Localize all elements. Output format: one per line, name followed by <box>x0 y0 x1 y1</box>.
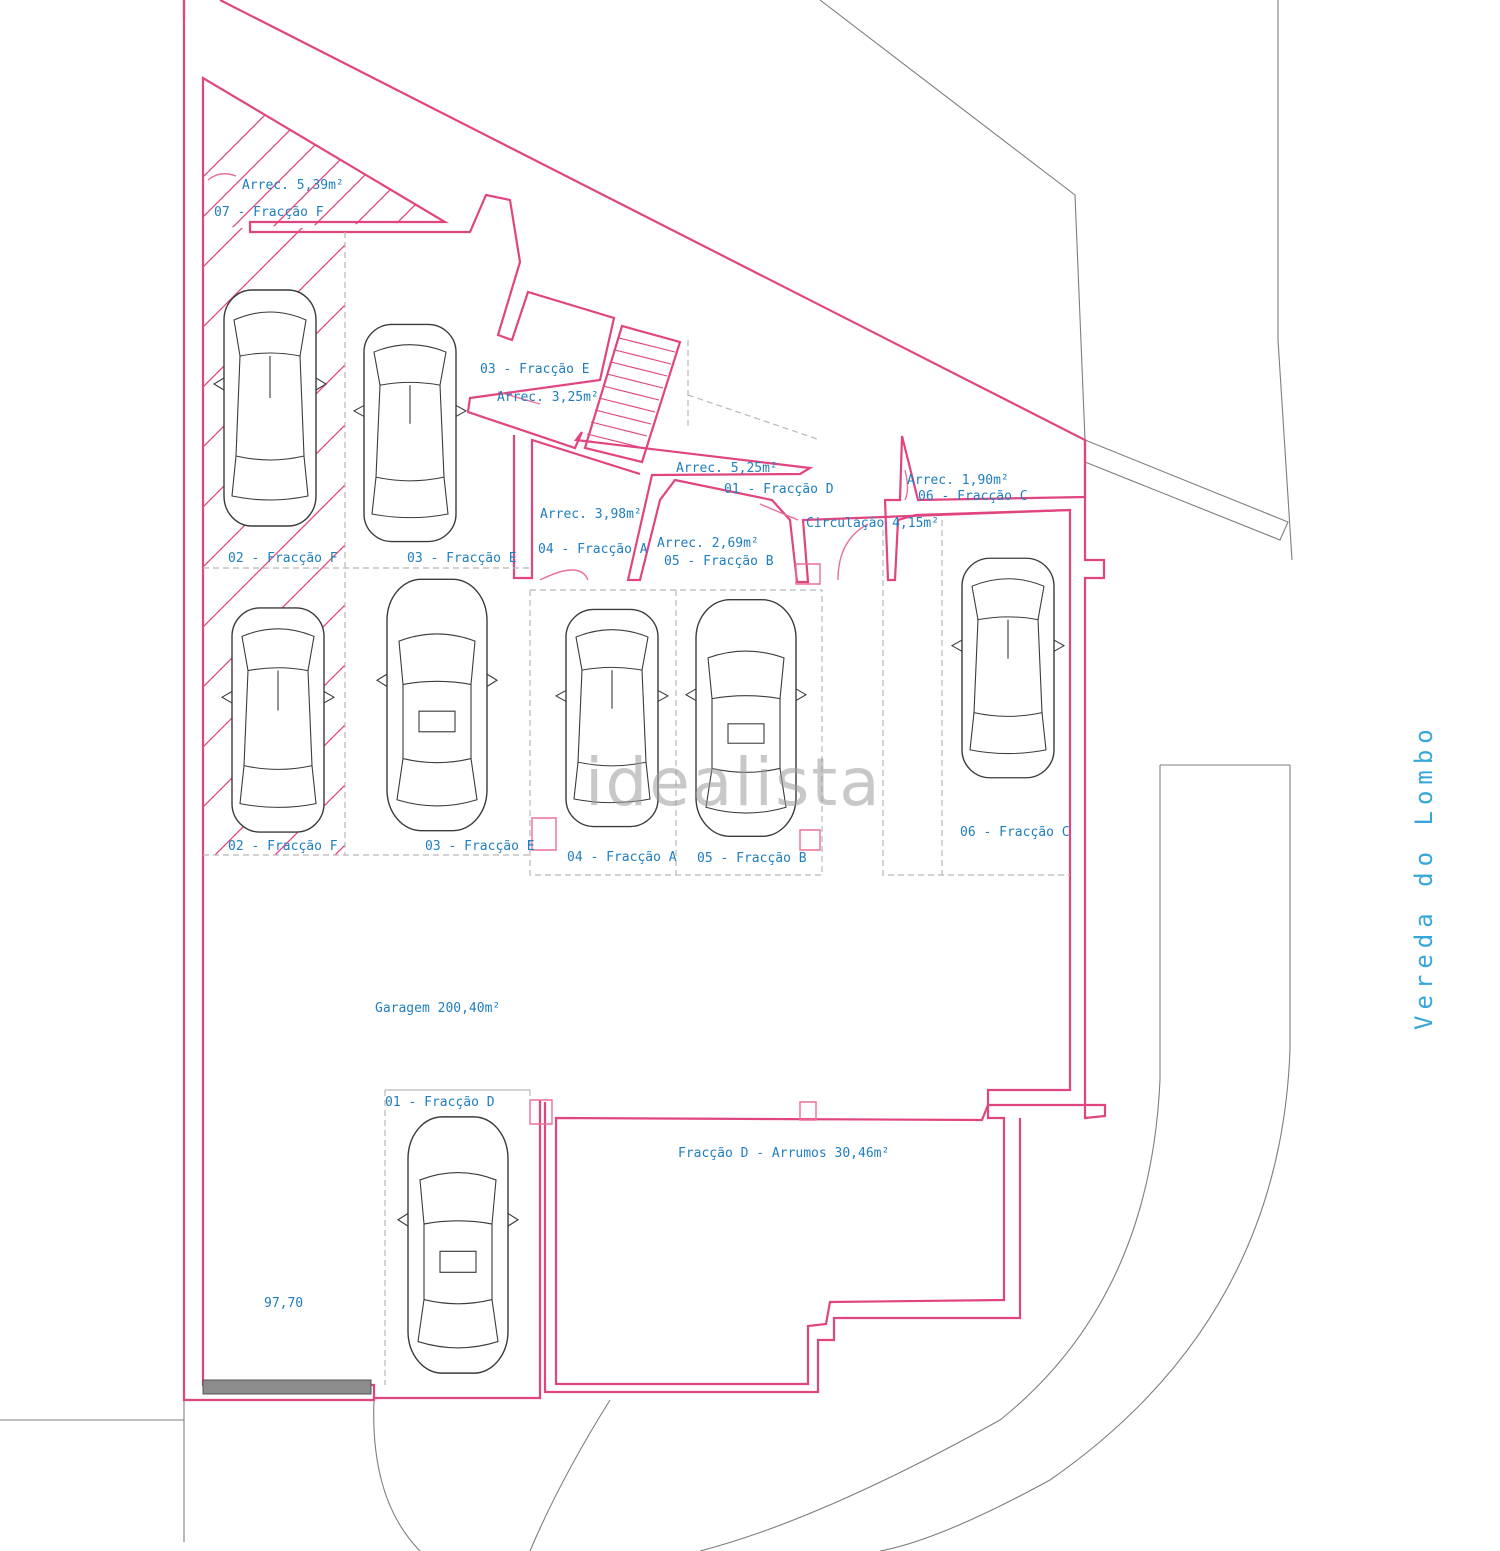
car-spot-06 <box>951 557 1065 779</box>
watermark: idealista <box>585 744 882 821</box>
label-garagem: Garagem 200,40m² <box>375 1001 500 1016</box>
label-spot-05: 05 - Fracção B <box>697 851 807 866</box>
label-spot-07: 07 - Fracção F <box>214 205 324 220</box>
street-name: Vereda do Lombo <box>1410 723 1438 1030</box>
label-circulacao: Circulação 4,15m² <box>806 516 939 531</box>
car-spot-03-top <box>353 323 467 543</box>
label-arrec-190-owner: 06 - Fracção C <box>918 489 1028 504</box>
car-spot-02-top <box>213 289 327 527</box>
label-arrec-398: Arrec. 3,98m² <box>540 507 642 522</box>
label-spot-02-bottom: 02 - Fracção F <box>228 839 338 854</box>
label-arrec-525-owner: 01 - Fracção D <box>724 482 834 497</box>
label-spot-03-top: 03 - Fracção E <box>407 551 517 566</box>
label-spot-06: 06 - Fracção C <box>960 825 1070 840</box>
parked-cars <box>213 289 1065 1374</box>
door-swings <box>207 173 909 581</box>
plan-labels: Arrec. 5,39m² 07 - Fracção F 03 - Fracçã… <box>214 178 1070 1311</box>
label-arrec-325: Arrec. 3,25m² <box>497 390 599 405</box>
label-spot-02-top: 02 - Fracção F <box>228 551 338 566</box>
parking-bay-outlines <box>203 232 1070 1385</box>
entrance-gate <box>202 1379 372 1395</box>
stairwell <box>583 324 821 464</box>
car-spot-01 <box>397 1116 519 1374</box>
label-arrec-269-owner: 05 - Fracção B <box>664 554 774 569</box>
label-arrec-539: Arrec. 5,39m² <box>242 178 344 193</box>
label-spot-03-bottom: 03 - Fracção E <box>425 839 535 854</box>
car-spot-02-bottom <box>221 607 335 833</box>
building-walls <box>182 0 1107 1402</box>
label-arrec-398-owner: 04 - Fracção A <box>538 542 648 557</box>
label-arrec-269: Arrec. 2,69m² <box>657 536 759 551</box>
label-arrumos: Fracção D - Arrumos 30,46m² <box>678 1146 889 1161</box>
label-level: 97,70 <box>264 1296 303 1311</box>
label-arrec-525: Arrec. 5,25m² <box>676 461 778 476</box>
label-spot-04: 04 - Fracção A <box>567 850 677 865</box>
label-arrec-325-owner: 03 - Fracção E <box>480 362 590 377</box>
label-arrec-190: Arrec. 1,90m² <box>907 473 1009 488</box>
label-spot-01: 01 - Fracção D <box>385 1095 495 1110</box>
car-spot-03-bottom <box>376 578 498 832</box>
